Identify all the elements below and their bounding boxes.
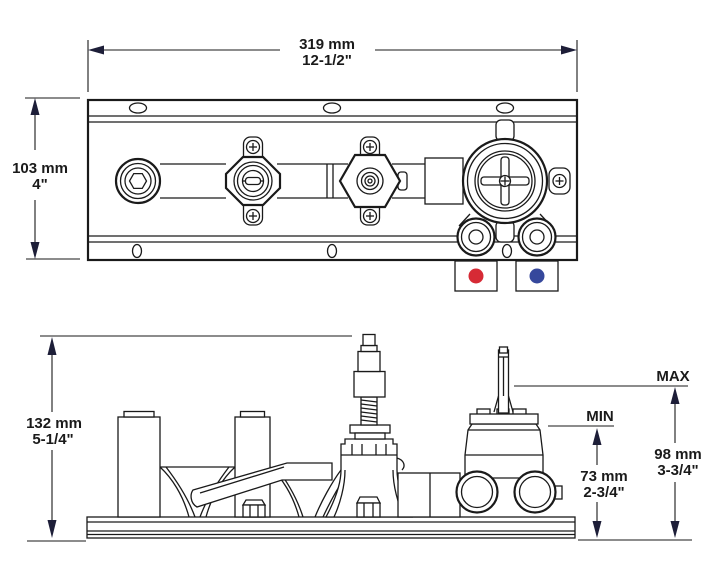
thermostatic-valve xyxy=(458,119,571,243)
hex-union-valve xyxy=(338,153,408,209)
mounting-slot xyxy=(131,243,143,259)
arrow-down-icon xyxy=(47,520,57,538)
side-view: 132 mm 5-1/4" MAX 98 mm 3-3/4" MIN 73 mm… xyxy=(26,333,702,542)
hot-supply-indicator xyxy=(468,268,484,284)
arrow-down-icon xyxy=(670,521,680,538)
mounting-slot xyxy=(128,102,148,114)
top-view: 319 mm 12-1/2" 103 mm 4" xyxy=(12,36,579,292)
phillips-screw-icon xyxy=(362,208,378,224)
supply-indicators xyxy=(454,260,559,292)
dim-overall-in: 5-1/4" xyxy=(32,431,73,448)
hex-nut-icon xyxy=(355,496,382,518)
inlet-union-side xyxy=(455,470,499,514)
dim-min-mm: 73 mm xyxy=(580,468,628,485)
dim-max-mm: 98 mm xyxy=(654,446,702,463)
dimension-overall-height: 132 mm 5-1/4" xyxy=(26,335,352,542)
base-plate xyxy=(86,516,576,539)
phillips-screw-icon xyxy=(548,167,571,195)
supply-inlet-unions xyxy=(456,217,557,259)
min-label: MIN xyxy=(586,408,614,425)
dim-height-in: 4" xyxy=(32,176,47,193)
arrow-up-icon xyxy=(30,98,40,115)
connecting-block xyxy=(397,472,461,518)
phillips-screw-icon xyxy=(245,139,261,155)
hex-nut-icon xyxy=(241,499,267,518)
supply-post xyxy=(117,410,161,518)
arrow-down-icon xyxy=(30,242,40,259)
hex-socket-icon xyxy=(128,172,148,190)
phillips-screw-icon xyxy=(362,139,378,155)
threaded-stem xyxy=(349,333,391,440)
dim-height-mm: 103 mm xyxy=(12,160,68,177)
arrow-up-icon xyxy=(670,387,680,404)
valve-spindle xyxy=(493,346,514,414)
cold-supply-indicator xyxy=(529,268,545,284)
mounting-slot xyxy=(495,102,515,114)
arrow-up-icon xyxy=(592,428,602,445)
dim-overall-mm: 132 mm xyxy=(26,415,82,432)
inlet-union-side xyxy=(513,470,557,514)
phillips-screw-icon xyxy=(245,208,261,224)
dimension-width: 319 mm 12-1/2" xyxy=(87,36,578,92)
dim-width-in: 12-1/2" xyxy=(302,52,352,69)
dim-max-in: 3-3/4" xyxy=(657,462,698,479)
dimension-min-depth: MIN 73 mm 2-3/4" xyxy=(548,408,628,538)
thermostatic-valve-side xyxy=(455,346,563,514)
dimension-max-depth: MAX 98 mm 3-3/4" xyxy=(514,368,702,538)
mounting-slot xyxy=(501,243,513,259)
dimension-bracket-height: 103 mm 4" xyxy=(12,97,80,260)
mounting-slot xyxy=(322,102,342,114)
manifold-pipe xyxy=(160,157,464,205)
arrow-right-icon xyxy=(561,45,577,55)
cast-webs xyxy=(159,466,348,518)
arrow-left-icon xyxy=(88,45,104,55)
max-label: MAX xyxy=(656,368,689,385)
arrow-down-icon xyxy=(592,521,602,538)
dim-min-in: 2-3/4" xyxy=(583,484,624,501)
dim-width-mm: 319 mm xyxy=(299,36,355,53)
spout-outlet-port xyxy=(114,157,162,205)
stop-valve xyxy=(224,155,282,207)
spout-arm xyxy=(190,462,333,508)
arrow-up-icon xyxy=(47,337,57,355)
mounting-slot xyxy=(326,243,338,259)
